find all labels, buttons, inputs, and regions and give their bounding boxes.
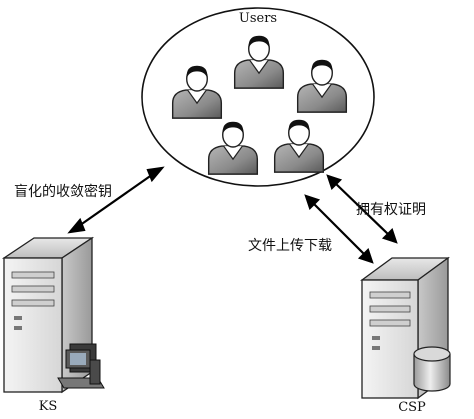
users-label: Users [239, 11, 277, 26]
arrow-upload-download [304, 194, 374, 264]
arrow-ks-users [67, 166, 165, 234]
ks-label: KS [39, 399, 58, 414]
database-icon [413, 346, 451, 392]
edge-label-ownership-proof: 拥有权证明 [356, 202, 426, 218]
edge-label-upload-download: 文件上传下载 [248, 238, 332, 254]
arrow-ownership-proof [326, 174, 398, 244]
csp-label: CSP [398, 400, 426, 415]
edge-label-ks-users: 盲化的收敛密钥 [14, 183, 112, 200]
users-group-ellipse [141, 7, 375, 187]
workstation-icon [57, 343, 105, 389]
